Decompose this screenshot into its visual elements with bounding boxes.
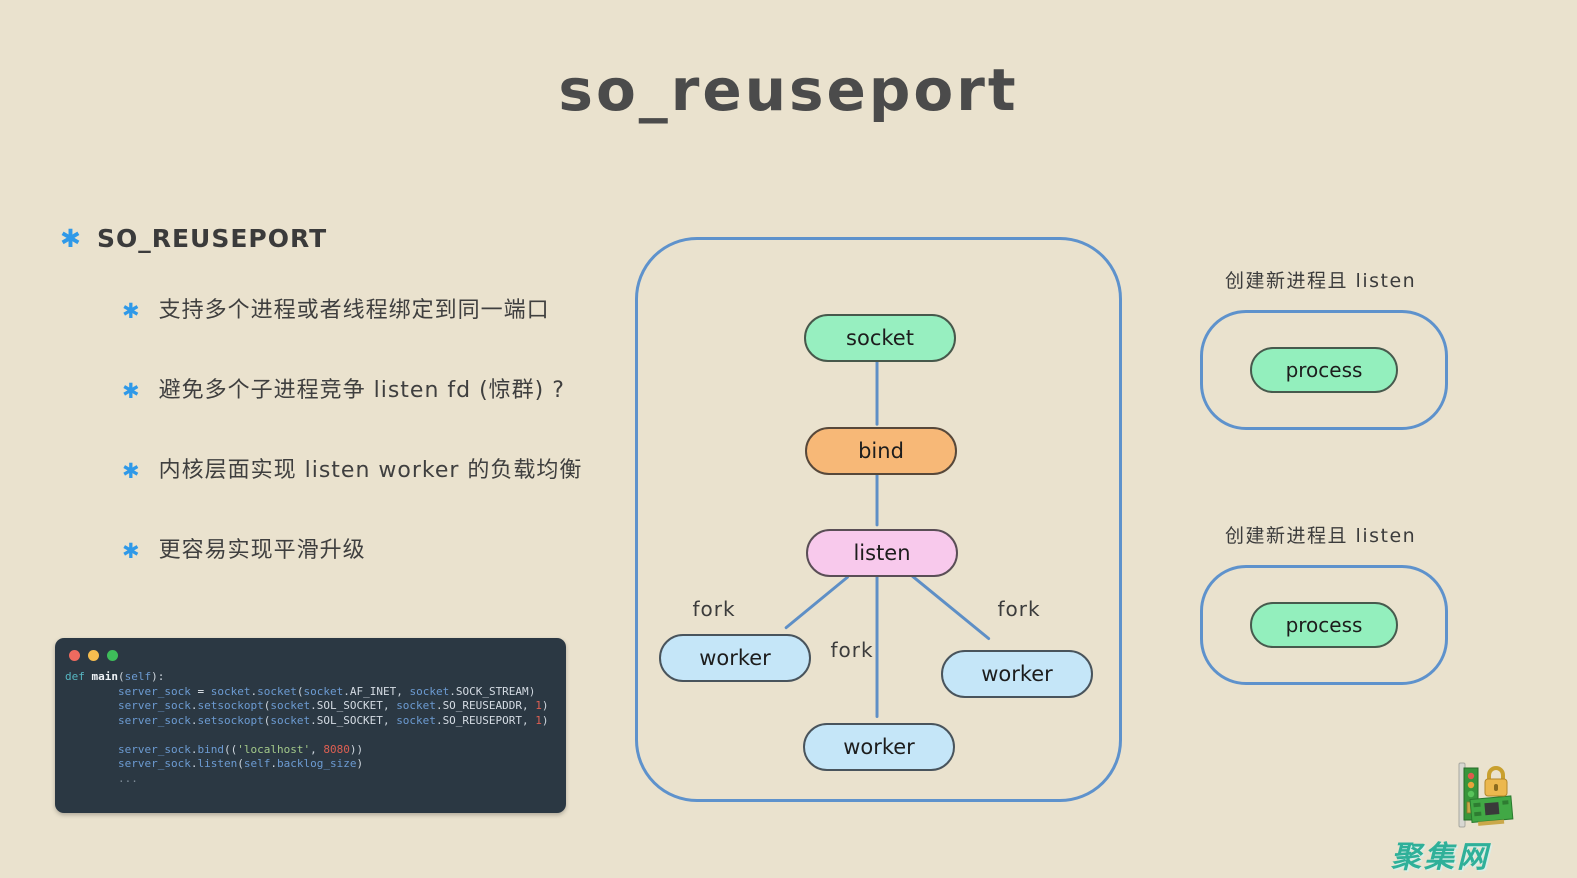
code-line: server_sock.setsockopt(socket.SOL_SOCKET…	[117, 699, 549, 712]
code-line: ...	[117, 771, 138, 785]
side-panel-caption-top: 创建新进程且 listen	[1225, 270, 1417, 292]
asterisk-bullet-icon: ✱	[122, 379, 141, 403]
network-card-with-lock-icon	[1458, 762, 1514, 828]
code-window: def main(self): server_sock = socket.soc…	[55, 638, 566, 813]
code-line: server_sock.bind(('localhost', 8080))	[117, 742, 364, 756]
asterisk-bullet-icon: ✱	[60, 224, 82, 253]
flow-node-worker-bottom: worker	[803, 723, 955, 771]
close-button-icon	[69, 650, 80, 661]
flow-connectors	[784, 360, 991, 719]
outline-item-label: 支持多个进程或者线程绑定到同一端口	[158, 298, 550, 323]
window-controls	[55, 638, 566, 661]
code-line: def main(self):	[65, 670, 165, 683]
edge-label-fork-right: fork	[997, 597, 1041, 621]
code-line: server_sock.listen(self.backlog_size)	[117, 757, 364, 770]
outline-heading-label: SO_REUSEPORT	[96, 224, 328, 253]
side-panel-box-top: process	[1200, 310, 1448, 430]
outline-item: ✱ 更容易实现平滑升级	[122, 537, 582, 565]
flow-node-socket: socket	[804, 314, 956, 362]
code-line	[65, 728, 566, 743]
outline-list: ✱ 支持多个进程或者线程绑定到同一端口 ✱ 避免多个子进程竞争 listen fd (…	[122, 297, 582, 617]
outline-heading: ✱ SO_REUSEPORT	[60, 224, 327, 253]
edge-label-fork-left: fork	[692, 597, 736, 621]
process-node-top: process	[1250, 347, 1398, 393]
asterisk-bullet-icon: ✱	[122, 299, 141, 323]
page-title: so_reuseport	[558, 56, 1019, 124]
outline-item: ✱ 避免多个子进程竞争 listen fd (惊群) ?	[122, 377, 582, 405]
outline-item-label: 更容易实现平滑升级	[158, 538, 366, 563]
asterisk-bullet-icon: ✱	[122, 459, 141, 483]
side-panel-box-bottom: process	[1200, 565, 1448, 685]
outline-item: ✱ 支持多个进程或者线程绑定到同一端口	[122, 297, 582, 325]
flow-node-bind: bind	[805, 427, 957, 475]
code-line: server_sock.setsockopt(socket.SOL_SOCKET…	[117, 713, 549, 727]
site-logo-text: 聚集网	[1391, 840, 1490, 875]
minimize-button-icon	[88, 650, 99, 661]
side-panel-caption-bottom: 创建新进程且 listen	[1225, 525, 1417, 547]
outline-item-label: 避免多个子进程竞争 listen fd (惊群) ?	[158, 378, 565, 403]
code-line: server_sock = socket.socket(socket.AF_IN…	[117, 684, 536, 698]
flow-diagram-container: socket bind listen worker worker worker …	[635, 237, 1122, 802]
outline-item: ✱ 内核层面实现 listen worker 的负载均衡	[122, 457, 582, 485]
flow-node-listen: listen	[806, 529, 958, 577]
code-snippet: def main(self): server_sock = socket.soc…	[55, 670, 566, 786]
outline-item-label: 内核层面实现 listen worker 的负载均衡	[158, 458, 583, 483]
zoom-button-icon	[107, 650, 118, 661]
process-node-bottom: process	[1250, 602, 1398, 648]
flow-node-worker-left: worker	[659, 634, 811, 682]
asterisk-bullet-icon: ✱	[122, 539, 141, 563]
edge-label-fork-middle: fork	[830, 638, 874, 662]
flow-node-worker-right: worker	[941, 650, 1093, 698]
